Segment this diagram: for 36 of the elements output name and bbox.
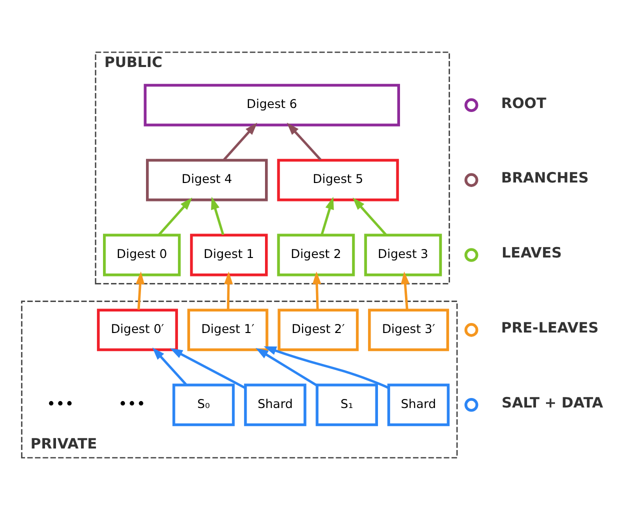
- node-box: Digest 0: [103, 233, 181, 276]
- arrow: [312, 271, 322, 310]
- arrow: [211, 196, 224, 235]
- node-box: Shard: [244, 383, 306, 426]
- node-box: Digest 3: [364, 233, 442, 276]
- label: •••: [46, 394, 74, 412]
- node-box: Digest 2′: [278, 308, 359, 351]
- node-box: Shard: [387, 383, 450, 426]
- node-box: Digest 2: [277, 233, 355, 276]
- node-box: Digest 4: [146, 158, 268, 201]
- arrow: [320, 196, 334, 235]
- node-box: Digest 0′: [96, 308, 178, 351]
- node-box: Digest 3′: [368, 308, 450, 351]
- node-box: S₀: [172, 383, 235, 426]
- arrow: [152, 346, 187, 385]
- arrow: [256, 348, 318, 386]
- legend-label: PRE-LEAVES: [501, 320, 599, 336]
- arrow: [158, 197, 192, 235]
- node-box: S₁: [316, 383, 378, 426]
- node-box: Digest 5: [277, 158, 399, 201]
- legend-label: BRANCHES: [501, 170, 589, 186]
- arrow: [170, 348, 246, 388]
- legend-label: ROOT: [501, 95, 546, 112]
- node-box: Digest 1′: [187, 308, 268, 351]
- arrow: [136, 271, 145, 310]
- arrow: [400, 271, 410, 310]
- arrow: [352, 197, 387, 235]
- label: •••: [118, 394, 146, 412]
- arrow: [223, 122, 258, 160]
- arrow: [264, 346, 389, 388]
- legend-label: LEAVES: [502, 245, 562, 262]
- arrow: [286, 122, 322, 160]
- legend-label: SALT + DATA: [502, 395, 604, 412]
- arrow: [224, 271, 233, 310]
- node-box: Digest 6: [144, 83, 400, 126]
- node-box: Digest 1: [190, 233, 268, 276]
